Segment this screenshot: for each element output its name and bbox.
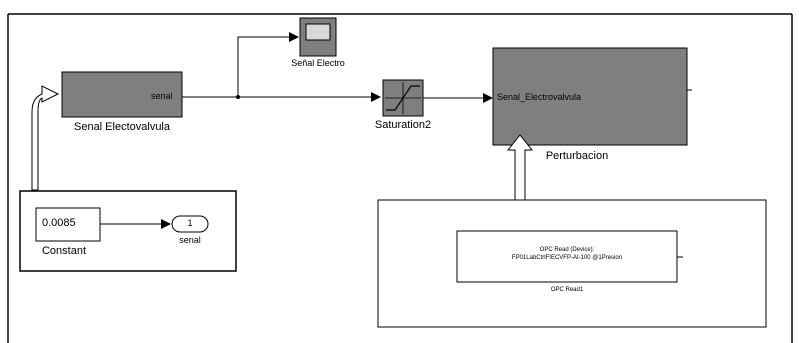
perturbacion-block[interactable] bbox=[492, 47, 688, 146]
saturation-icon bbox=[386, 85, 420, 111]
subsystem-contents-arrow-icon bbox=[31, 85, 60, 191]
perturbacion-contents-arrow-icon bbox=[506, 134, 534, 204]
senal-port-label: senal bbox=[151, 91, 173, 101]
outport-block[interactable] bbox=[171, 215, 209, 233]
saturation-block[interactable] bbox=[382, 79, 424, 117]
constant-value: 0.0085 bbox=[42, 217, 76, 229]
saturation-name: Saturation2 bbox=[374, 119, 432, 131]
constant-name: Constant bbox=[41, 245, 87, 257]
scope-name: Señal Electro bbox=[291, 58, 345, 68]
scope-block[interactable] bbox=[299, 17, 337, 57]
senal-subsystem-block[interactable] bbox=[61, 71, 183, 118]
opc-read-line2: FP01LabCtrlFIECVFP-AI-100 @1Presion bbox=[511, 255, 623, 261]
outport-name: senal bbox=[179, 235, 201, 245]
opc-read-line1: OPC Read (Device): bbox=[539, 247, 595, 253]
senal-subsystem-name: Senal Electovalvula bbox=[73, 121, 171, 133]
perturbacion-name: Perturbacion bbox=[545, 150, 609, 162]
outport-number: 1 bbox=[187, 218, 193, 228]
signal-line-to-scope[interactable] bbox=[237, 32, 299, 97]
perturbacion-port-label: Senal_Electrovalvula bbox=[497, 92, 582, 102]
scope-icon bbox=[305, 23, 331, 41]
opc-read-name: OPC Read1 bbox=[550, 287, 584, 293]
constant-block[interactable] bbox=[35, 207, 101, 242]
